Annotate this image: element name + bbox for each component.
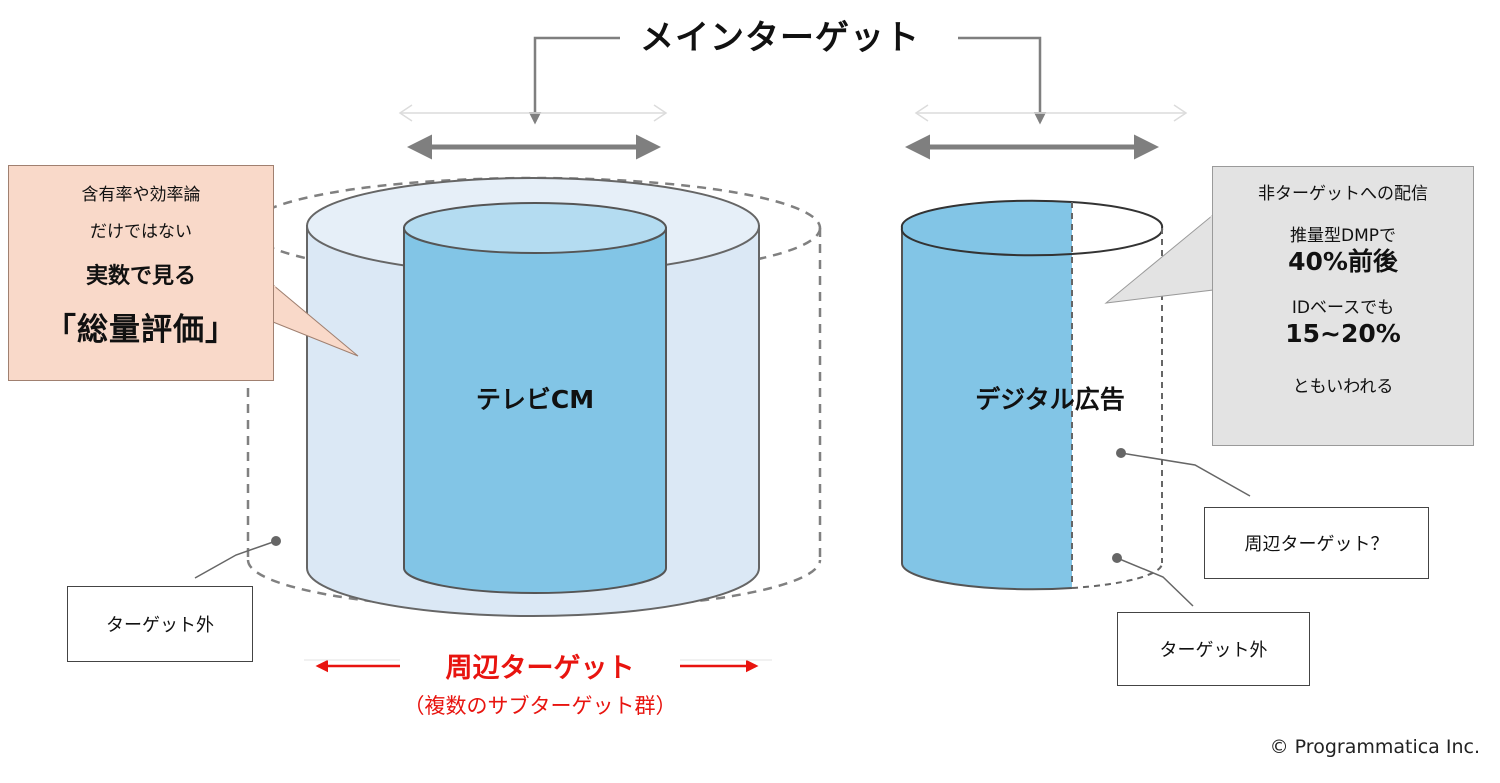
digital-cylinder-top-blue-rim [900, 199, 1073, 257]
ghost-arrowhead-digital-left [914, 104, 929, 122]
title-bracket-left [528, 36, 620, 125]
out-of-target-box-right: ターゲット外 [1117, 612, 1310, 686]
main-target-title: メインターゲット [640, 18, 920, 58]
right-callout-ending: ともいわれる [1292, 377, 1394, 397]
digital-cylinder-blue-half [901, 200, 1072, 590]
ghost-arrowhead-tv-left [398, 104, 413, 122]
left-callout-line-2: だけではない [90, 222, 192, 242]
out-of-target-label-right: ターゲット外 [1159, 640, 1268, 661]
digital-cylinder-outline [900, 228, 1073, 591]
tv-cm-label: テレビCM [475, 385, 595, 414]
peripheral-target-question-box: 周辺ターゲット？ [1204, 507, 1429, 579]
right-callout: 非ターゲットへの配信 推量型DMPで 40%前後 IDベースでも 15~20% … [1212, 166, 1474, 446]
tv-cylinder-top [403, 202, 667, 254]
left-callout: 含有率や効率論 だけではない 実数で見る 「総量評価」 [8, 165, 274, 381]
leader-line-peri-right [1120, 452, 1251, 497]
right-callout-item2-value: 15~20% [1285, 319, 1401, 348]
leader-line-out-right [1116, 557, 1194, 607]
peripheral-target-label: 周辺ターゲット [400, 646, 680, 685]
left-callout-line-3: 実数で見る [85, 264, 196, 289]
leader-line-out-left [194, 540, 277, 579]
digital-ad-label: デジタル広告 [975, 385, 1125, 414]
right-callout-item1-value: 40%前後 [1288, 247, 1398, 276]
digital-cylinder-bottom-dashed [1071, 562, 1164, 589]
left-callout-line-4: 「総量評価」 [45, 312, 237, 348]
ghost-arrowhead-tv-right [653, 104, 668, 122]
out-of-target-label-left: ターゲット外 [106, 615, 214, 636]
copyright-text: © Programmatica Inc. [1269, 736, 1480, 758]
right-callout-item2-label: IDベースでも [1291, 298, 1395, 318]
peripheral-target-subtitle: （複数のサブターゲット群） [403, 694, 677, 718]
ghost-arrowhead-digital-right [1173, 104, 1188, 122]
right-callout-heading: 非ターゲットへの配信 [1258, 184, 1428, 204]
right-callout-item1-label: 推量型DMPで [1289, 226, 1396, 246]
outer-dashed-cylinder-bottom [246, 559, 822, 612]
left-callout-line-1: 含有率や効率論 [81, 185, 201, 205]
out-of-target-box-left: ターゲット外 [67, 586, 253, 662]
peripheral-target-question-label: 周辺ターゲット？ [1244, 534, 1389, 555]
digital-cylinder-top-white-rim [1071, 201, 1164, 255]
title-bracket-right [958, 36, 1047, 125]
tv-cylinder-body [403, 227, 667, 594]
